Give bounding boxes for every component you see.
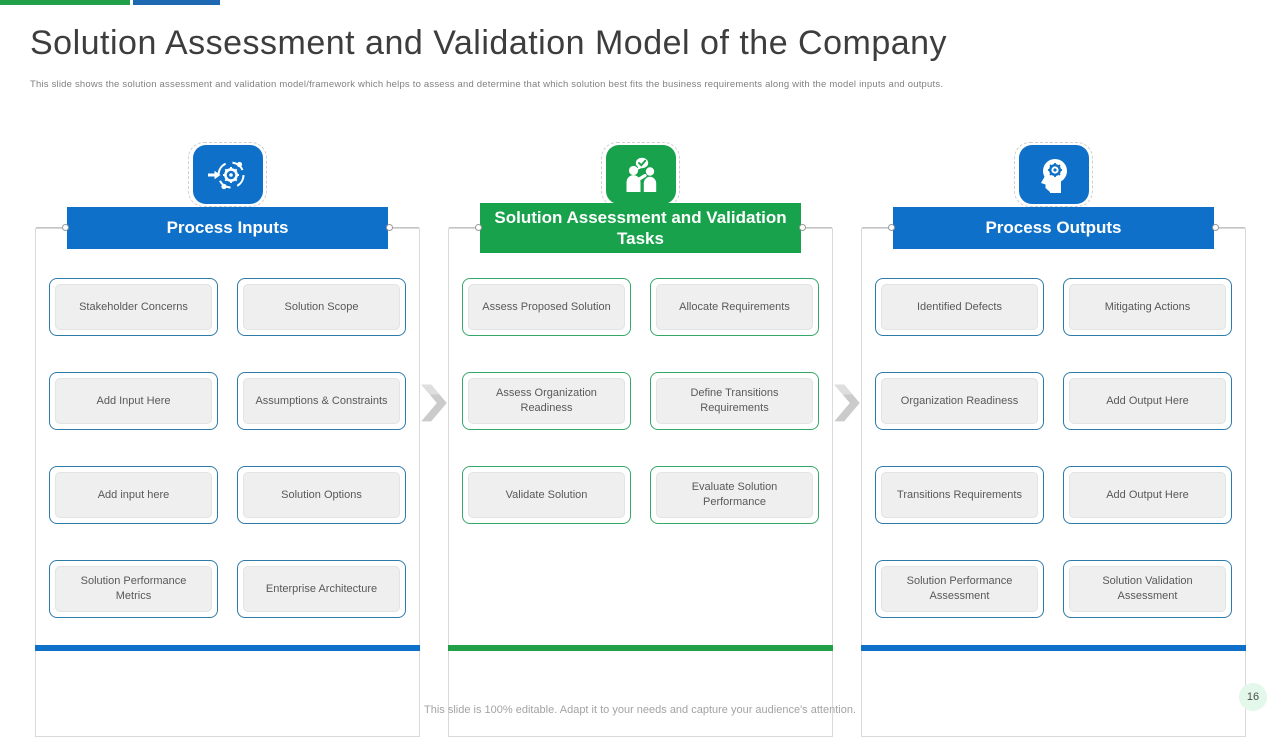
process-outputs-header: Process Outputs [893,207,1214,249]
top-accent-bar-green [0,0,130,5]
model-box: Solution Validation Assessment [1063,560,1232,618]
connector-dot [799,224,806,231]
slide-subtitle: This slide shows the solution assessment… [30,79,944,90]
icon-dashed-outline [1014,142,1093,207]
mind-gear-icon [1018,145,1089,204]
model-box: Mitigating Actions [1063,278,1232,336]
connector-dot [1212,224,1219,231]
connector-dot [888,224,895,231]
connector-dot [386,224,393,231]
model-box: Solution Scope [237,278,406,336]
model-box: Assumptions & Constraints [237,372,406,430]
model-box: Assess Proposed Solution [462,278,631,336]
connector-dot [475,224,482,231]
model-box: Identified Defects [875,278,1044,336]
connector-line [449,227,479,228]
model-box: Add Output Here [1063,372,1232,430]
validation-tasks-header: Solution Assessment and Validation Tasks [480,203,801,253]
model-box: Add Output Here [1063,466,1232,524]
page-number-badge: 16 [1239,683,1267,711]
model-box: Solution Performance Metrics [49,560,218,618]
model-box: Organization Readiness [875,372,1044,430]
model-box: Add Input Here [49,372,218,430]
column-bottom-bar [35,645,420,651]
model-box: Enterprise Architecture [237,560,406,618]
model-box: Validate Solution [462,466,631,524]
footer-note: This slide is 100% editable. Adapt it to… [424,704,856,716]
connector-line [1215,227,1245,228]
column-process-inputs: Process Inputs Stakeholder Concerns Solu… [35,142,420,737]
column-bottom-bar [448,645,833,651]
model-box: Add input here [49,466,218,524]
top-accent-bar-blue [133,0,220,5]
connector-dot [62,224,69,231]
slide-title: Solution Assessment and Validation Model… [30,24,948,62]
model-box: Stakeholder Concerns [49,278,218,336]
process-input-gear-icon [192,145,263,204]
model-box: Transitions Requirements [875,466,1044,524]
column-validation-tasks: Solution Assessment and Validation Tasks… [448,142,833,737]
model-box: Assess Organization Readiness [462,372,631,430]
flow-chevron-icon [421,384,447,422]
flow-chevron-icon [834,384,860,422]
assessment-discussion-icon [605,145,676,204]
connector-line [36,227,66,228]
process-inputs-header: Process Inputs [67,207,388,249]
model-box: Evaluate Solution Performance [650,466,819,524]
model-box: Solution Performance Assessment [875,560,1044,618]
icon-dashed-outline [601,142,680,207]
model-box: Define Transitions Requirements [650,372,819,430]
column-bottom-bar [861,645,1246,651]
connector-line [802,227,832,228]
connector-line [389,227,419,228]
model-box: Allocate Requirements [650,278,819,336]
model-box: Solution Options [237,466,406,524]
icon-dashed-outline [188,142,267,207]
connector-line [862,227,892,228]
column-process-outputs: Process Outputs Identified Defects Mitig… [861,142,1246,737]
